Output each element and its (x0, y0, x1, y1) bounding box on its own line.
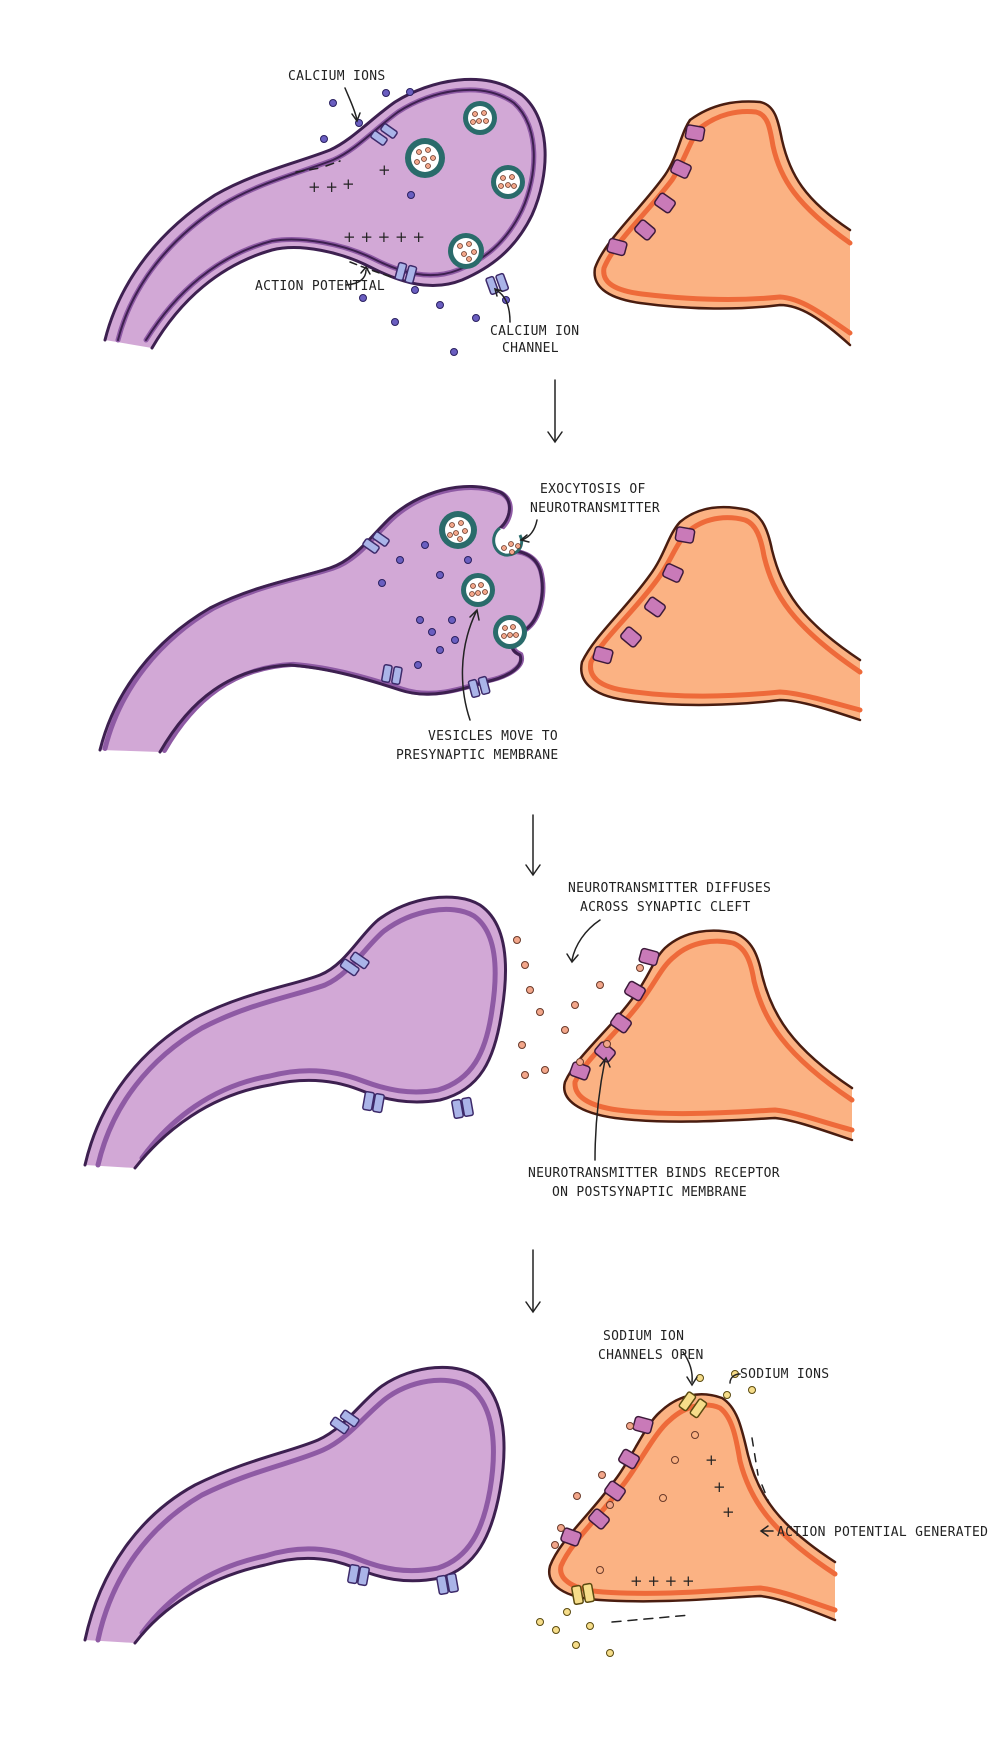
calcium-channel-arrow (495, 289, 511, 323)
neurotransmitter (551, 1422, 634, 1549)
postsynaptic-terminal (563, 929, 855, 1142)
bound-neurotransmitter (576, 1040, 611, 1066)
calcium-ion-channel (370, 123, 398, 146)
sodium-ions-arrow (729, 1373, 741, 1384)
panel-1: + +++ + + + + + CALCIUM IONS ACTION POTE… (103, 69, 853, 444)
synaptic-vesicle (439, 511, 477, 549)
membrane-charge: + +++ + + + + + (295, 160, 425, 279)
svg-text:+: + (713, 1478, 726, 1496)
exocytosis-label: EXOCYTOSIS OF (540, 482, 646, 497)
svg-text:CHANNELS OPEN: CHANNELS OPEN (598, 1348, 704, 1363)
svg-text:+: + (722, 1503, 735, 1521)
calcium-ion (320, 88, 510, 356)
svg-text:CHANNEL: CHANNEL (502, 341, 559, 356)
postsynaptic-terminal (580, 505, 863, 722)
sodium-channels-arrow (682, 1351, 693, 1383)
sodium-ion-channel (571, 1391, 708, 1605)
sodium-channels-label: SODIUM ION (603, 1329, 684, 1344)
diffuses-label: NEUROTRANSMITTER DIFFUSES (568, 881, 771, 896)
svg-text:+: + (378, 161, 391, 179)
receptor (560, 1415, 654, 1547)
panel-4: + + + + + + + SODIUM ION CHANNELS OPEN SOD… (83, 1329, 988, 1657)
receptor (606, 124, 706, 257)
synaptic-vesicle (493, 615, 527, 649)
calcium-ion (378, 541, 472, 669)
svg-text:ON POSTSYNAPTIC MEMBRANE: ON POSTSYNAPTIC MEMBRANE (552, 1185, 747, 1200)
action-potential-arrow (345, 269, 367, 286)
calcium-ions-arrow (344, 87, 358, 121)
calcium-ion-channel-label: CALCIUM ION (490, 324, 579, 339)
calcium-ions-label: CALCIUM IONS (288, 69, 386, 84)
svg-text:+ + + + +: + + + + + (343, 228, 425, 246)
svg-text:+ +: + + (308, 178, 338, 196)
svg-text:ACROSS SYNAPTIC CLEFT: ACROSS SYNAPTIC CLEFT (580, 900, 751, 915)
vesicles-move-label: VESICLES MOVE TO (428, 729, 558, 744)
svg-text:+: + (705, 1451, 718, 1469)
calcium-ion-channel (394, 261, 418, 285)
presynaptic-terminal (83, 1365, 506, 1645)
sodium-ions-label: SODIUM IONS (740, 1367, 829, 1382)
binds-receptor-label: NEUROTRANSMITTER BINDS RECEPTOR (528, 1166, 780, 1181)
svg-text:+ + + +: + + + + (630, 1572, 695, 1590)
sodium-ion (536, 1370, 756, 1657)
binds-receptor-arrow (594, 1059, 606, 1161)
action-potential-generated-label: ACTION POTENTIAL GENERATED (777, 1525, 988, 1540)
exocytosis-vesicle (492, 526, 524, 557)
vesicles-arrow (461, 611, 477, 721)
svg-text:NEUROTRANSMITTER: NEUROTRANSMITTER (530, 501, 660, 516)
synaptic-vesicle (491, 165, 525, 199)
receptor (592, 526, 696, 665)
sodium-ion-inside (596, 1431, 699, 1574)
calcium-ion-channel (339, 951, 474, 1119)
exocytosis-arrow (521, 519, 538, 541)
diffuses-arrow (571, 919, 601, 961)
panel-2: EXOCYTOSIS OF NEUROTRANSMITTER VESICLES … (98, 482, 863, 877)
synaptic-vesicle (448, 233, 484, 269)
synaptic-vesicle (405, 138, 445, 178)
presynaptic-terminal (83, 895, 508, 1170)
synaptic-vesicle (461, 573, 495, 607)
membrane-charge: + + + + + + + (611, 1437, 769, 1623)
action-potential-label: ACTION POTENTIAL (255, 279, 385, 294)
svg-text:PRESYNAPTIC MEMBRANE: PRESYNAPTIC MEMBRANE (396, 748, 559, 763)
panel-3: NEUROTRANSMITTER DIFFUSES ACROSS SYNAPTI… (83, 881, 855, 1314)
postsynaptic-terminal (593, 100, 853, 347)
synaptic-vesicle (463, 101, 497, 135)
calcium-ion-channel (362, 531, 491, 699)
receptor (569, 947, 660, 1081)
calcium-ion-channel (329, 1409, 459, 1595)
svg-text:+: + (342, 175, 355, 193)
